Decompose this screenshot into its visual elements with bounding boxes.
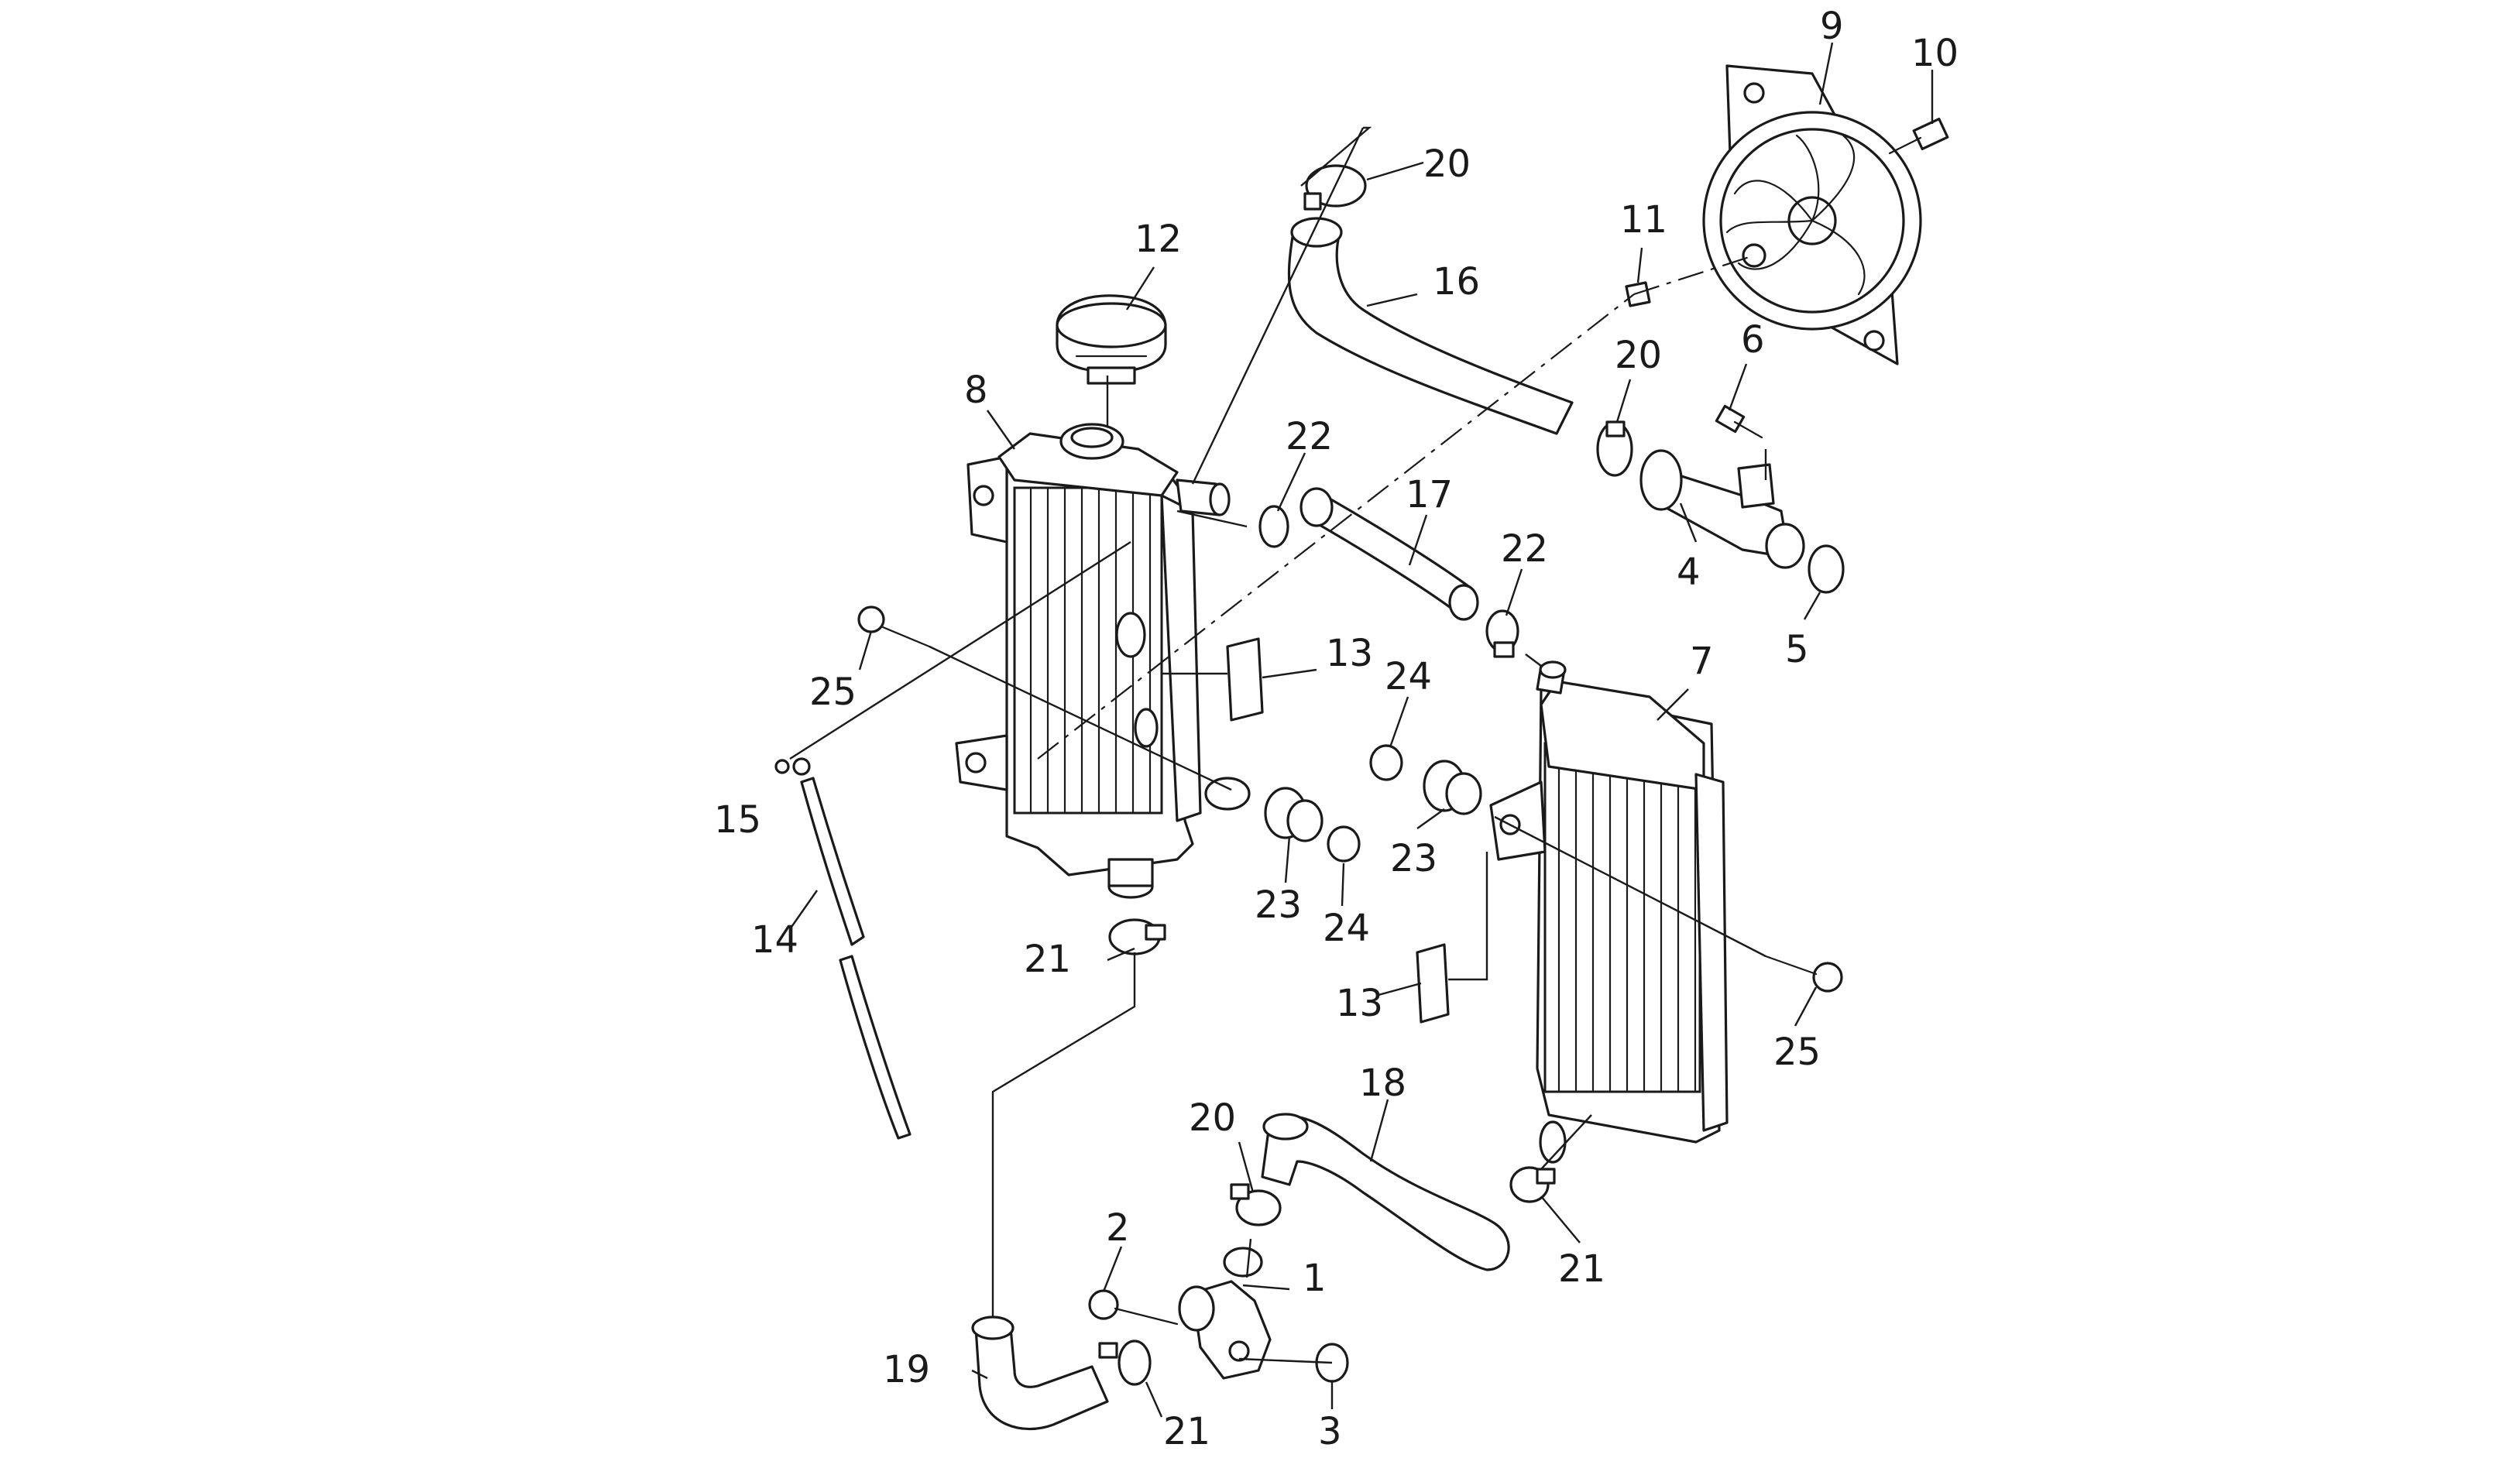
callout-13-lower: 13 [1336,982,1383,1025]
callout-11: 11 [1620,198,1667,242]
callout-25-right: 25 [1773,1031,1821,1074]
callout-21-left: 21 [1024,938,1071,981]
callout-17: 17 [1406,473,1453,516]
callout-23-right: 23 [1390,837,1437,880]
callout-9: 9 [1820,5,1844,48]
thermostat-housing [1639,449,1805,569]
callout-14: 14 [751,918,798,962]
callout-20-top: 20 [1423,142,1471,186]
callout-15: 15 [714,798,761,842]
cross-hose [1299,487,1479,621]
callout-8: 8 [964,369,988,412]
callout-3: 3 [1318,1410,1342,1453]
right-radiator [1489,660,1729,1164]
callout-6: 6 [1741,318,1765,362]
mounting-bolt-left [857,605,931,648]
radiator-cap [1056,294,1167,385]
callout-18: 18 [1359,1062,1406,1105]
callout-21-right: 21 [1558,1247,1605,1291]
fan-bolt [1888,118,1949,155]
grommet-right [1423,760,1482,815]
damper-upper [1226,637,1264,722]
callout-2: 2 [1106,1206,1130,1250]
clip-bracket [1625,281,1651,307]
upper-hose [1287,217,1574,435]
callout-21-bottom: 21 [1163,1410,1210,1453]
grommet-left [1264,787,1324,842]
callout-1: 1 [1303,1257,1327,1300]
callout-23-left: 23 [1255,883,1302,927]
callout-7: 7 [1690,640,1714,683]
callout-24-upper: 24 [1385,655,1432,698]
callout-24-lower: 24 [1323,907,1370,950]
assembly-guide-lines [789,126,1767,1364]
hose-clamp-21-bottom [1098,1340,1152,1386]
left-radiator [955,423,1251,899]
callout-25-left: 25 [809,671,857,714]
hose-clamp-20-mid [1596,420,1633,477]
damper-lower [1416,943,1450,1024]
lower-cross-hose [1261,1113,1510,1271]
housing-bolt [1715,404,1763,439]
collar-right [1369,744,1403,781]
callout-22-upper: 22 [1286,415,1333,458]
mounting-bolt-right [1764,955,1843,993]
callout-13-upper: 13 [1326,632,1373,675]
hose-clamp-22-upper [1258,505,1289,548]
lower-hose [971,1315,1109,1431]
collar-left [1327,825,1361,863]
hose-clamp-21-left [1108,918,1166,955]
joint-bolt [1088,1289,1179,1326]
cooling-fan-assembly [1702,64,1922,365]
hose-clamp-22-lower [1485,609,1519,658]
hose-clamp-20-lower [1230,1183,1282,1226]
overflow-hose [800,777,912,1140]
callout-20-lower: 20 [1189,1096,1236,1140]
water-joint [1178,1247,1272,1380]
callout-19: 19 [883,1348,930,1391]
callout-16: 16 [1433,260,1480,304]
callout-22-lower: 22 [1501,527,1548,571]
callout-labels: 1 2 3 4 5 6 7 8 9 10 11 12 13 13 14 15 1… [714,5,1959,1453]
callout-20-mid: 20 [1615,334,1662,377]
callout-4: 4 [1677,551,1701,594]
callout-5: 5 [1785,628,1809,671]
hose-clamp-21-right [1509,1166,1556,1203]
hose-clip [774,757,811,776]
callout-12: 12 [1135,218,1182,261]
callout-leaders [789,42,1934,1418]
callout-10: 10 [1911,32,1959,75]
o-ring [1808,544,1845,594]
